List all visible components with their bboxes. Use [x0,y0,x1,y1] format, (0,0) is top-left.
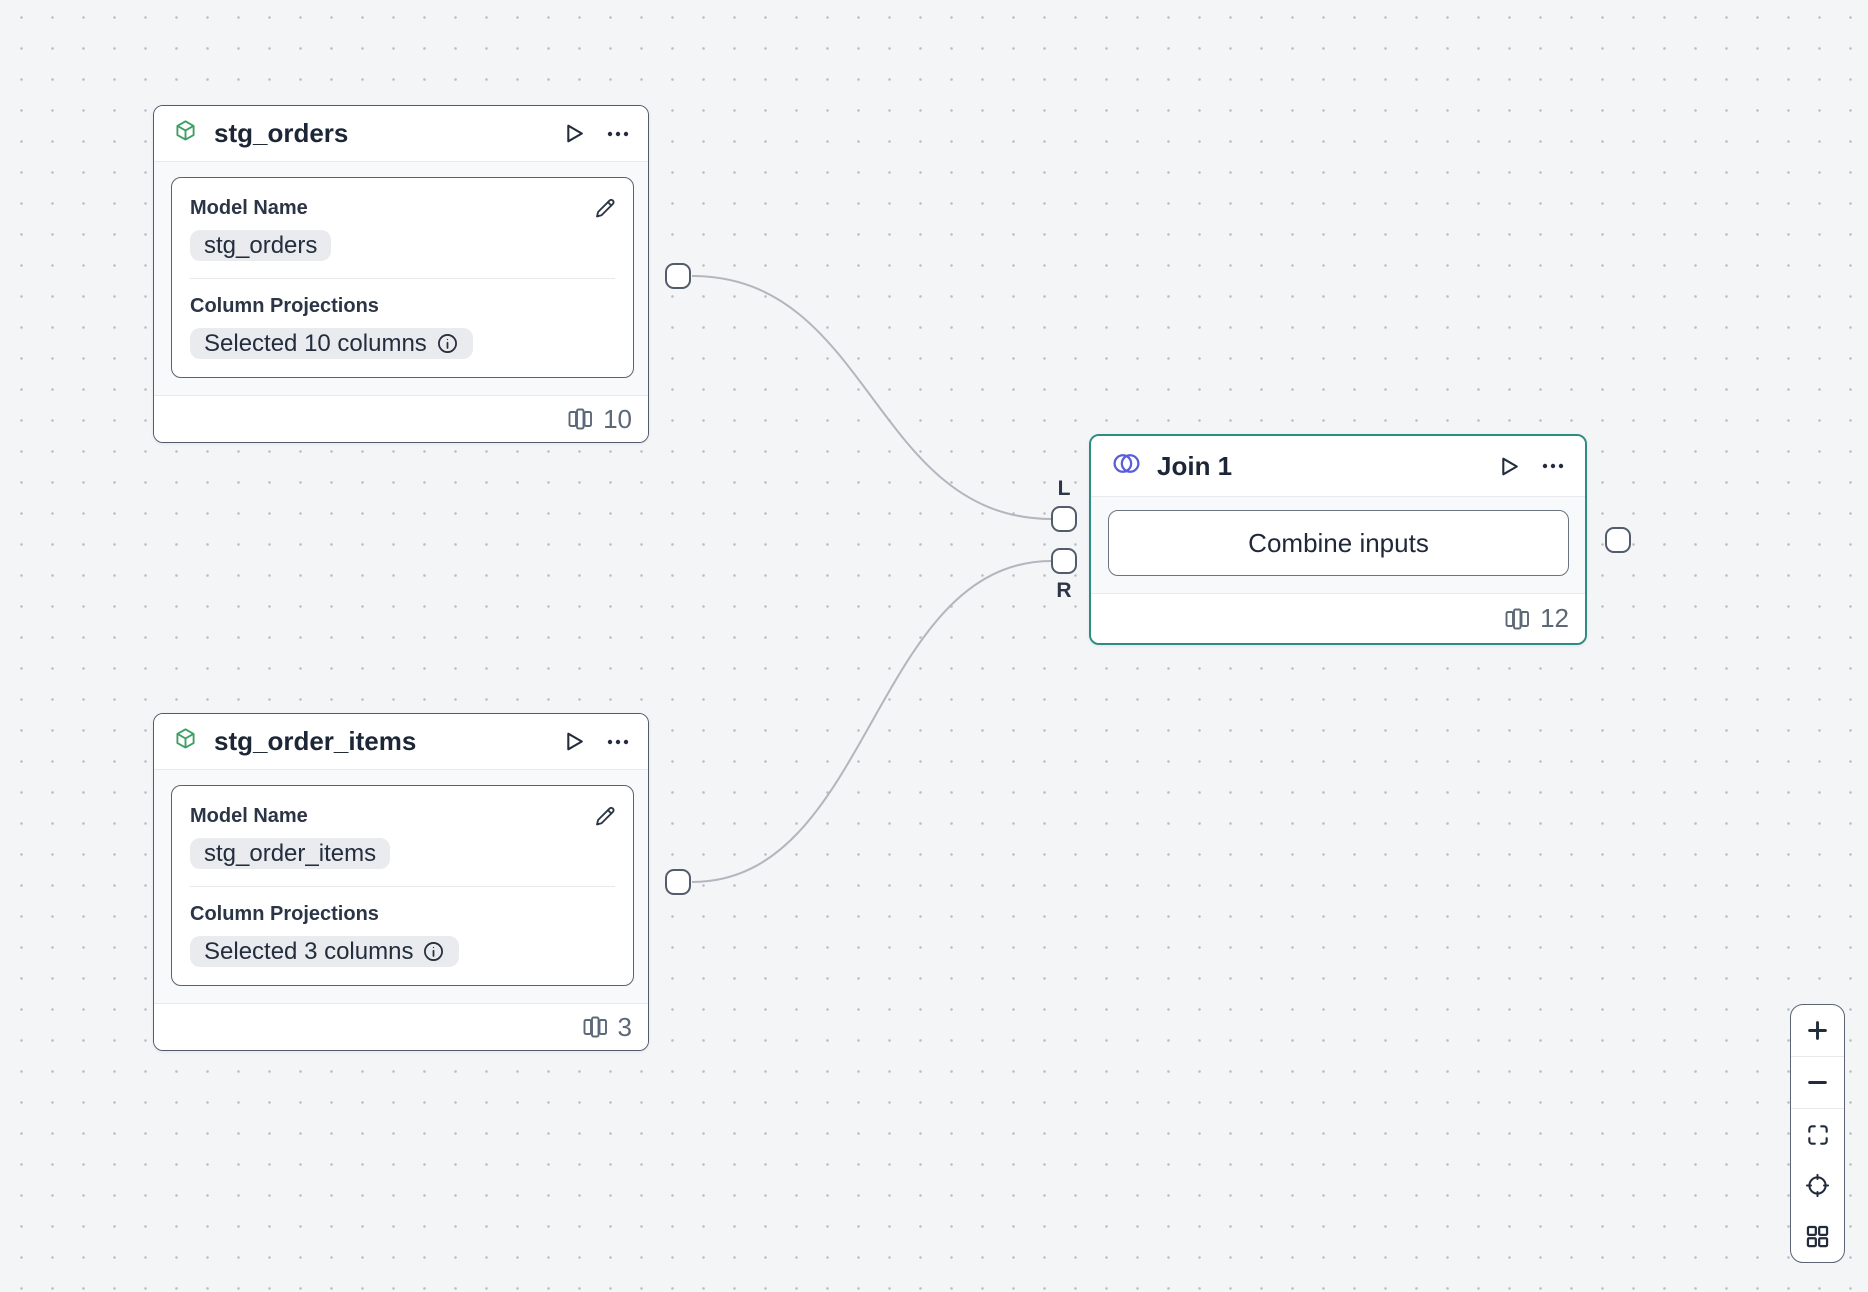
node-header[interactable]: stg_orders [154,106,648,162]
ellipsis-icon[interactable] [606,729,630,755]
column-count: 10 [603,403,632,434]
node-config-card: Model Name stg_order_items Column Projec… [171,785,634,986]
node-footer: 12 [1091,593,1585,643]
pencil-icon[interactable] [592,195,618,221]
play-icon[interactable] [561,728,586,755]
model-name-chip: stg_order_items [190,838,391,869]
play-icon[interactable] [1496,453,1521,480]
columns-icon [581,1013,609,1041]
column-projections-chip[interactable]: Selected 3 columns [190,936,460,967]
cube-icon [172,118,199,150]
port-label-left: L [1057,477,1071,500]
column-count: 3 [617,1011,632,1042]
node-title: stg_order_items [214,726,417,756]
info-icon [422,940,445,963]
canvas-controls [1790,1004,1845,1263]
fit-view-icon[interactable] [1791,1109,1844,1160]
zoom-out-icon[interactable] [1791,1057,1844,1109]
info-icon [436,332,459,355]
port-label-right: R [1056,579,1072,602]
node-stg-order-items[interactable]: stg_order_items [153,713,649,1051]
ellipsis-icon[interactable] [1541,453,1565,479]
zoom-in-icon[interactable] [1791,1005,1844,1057]
card-divider [190,278,615,279]
port-join-output[interactable] [1605,527,1631,553]
node-header[interactable]: Join 1 [1091,436,1585,497]
column-projections-label: Column Projections [190,903,379,925]
node-footer: 10 [154,395,648,442]
pencil-icon[interactable] [592,803,618,829]
edge-stg-order-items-to-join-r[interactable] [691,560,1053,883]
column-projections-chip[interactable]: Selected 10 columns [190,328,473,359]
grid-view-icon[interactable] [1791,1211,1844,1262]
model-name-chip: stg_orders [190,230,332,261]
columns-icon [1503,605,1531,633]
card-divider [190,886,615,887]
node-join-1[interactable]: Join 1 Combine inputs [1089,434,1587,645]
model-name-label: Model Name [190,805,308,827]
port-stg-order-items-output[interactable] [665,869,691,895]
center-view-icon[interactable] [1791,1160,1844,1211]
combine-inputs-button[interactable]: Combine inputs [1108,510,1569,576]
cube-icon [172,726,199,758]
port-join-left-input[interactable] [1051,506,1077,532]
ellipsis-icon[interactable] [606,121,630,147]
node-stg-orders[interactable]: stg_orders [153,105,649,443]
node-title: Join 1 [1157,450,1233,481]
node-title: stg_orders [214,118,349,148]
play-icon[interactable] [561,120,586,147]
column-projections-label: Column Projections [190,295,379,317]
join-circles-icon [1111,451,1142,481]
port-join-right-input[interactable] [1051,548,1077,574]
node-config-card: Model Name stg_orders Column Projections… [171,177,634,378]
columns-icon [566,405,594,433]
column-count: 12 [1540,603,1569,633]
node-header[interactable]: stg_order_items [154,714,648,770]
model-name-label: Model Name [190,197,308,219]
edge-stg-orders-to-join-l[interactable] [691,275,1053,520]
port-stg-orders-output[interactable] [665,263,691,289]
node-footer: 3 [154,1003,648,1050]
